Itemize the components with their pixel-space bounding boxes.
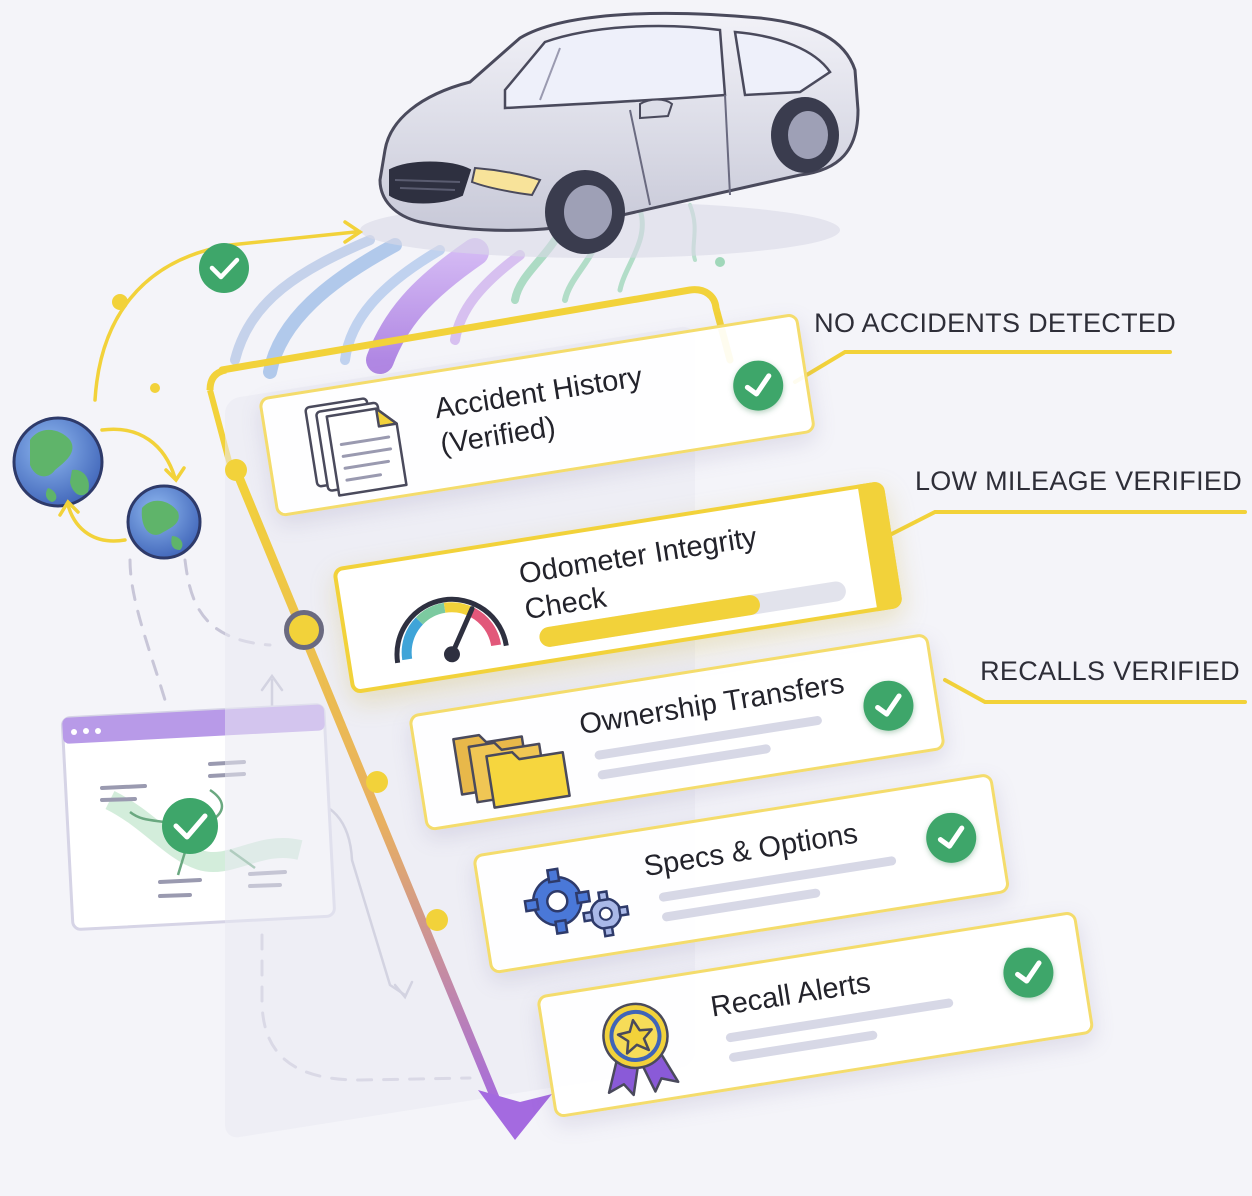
car-icon (360, 11, 860, 258)
flow-node-dot (150, 383, 160, 393)
callout-no-accidents: NO ACCIDENTS DETECTED (814, 308, 1176, 338)
award-badge-icon (581, 987, 706, 1108)
check-icon (729, 356, 787, 415)
card-title: Accident History (Verified) (432, 360, 645, 461)
card-specs-options[interactable]: Specs & Options (472, 772, 1011, 975)
timeline-focus-node (284, 610, 324, 650)
card-accident-history[interactable]: Accident History (Verified) (258, 312, 817, 518)
folders-icon (447, 707, 580, 820)
card-ownership-transfers[interactable]: Ownership Transfers (408, 632, 946, 832)
documents-icon (298, 386, 423, 507)
globe-icon (126, 484, 202, 560)
flow-node-dot (112, 294, 128, 310)
callout-recalls: RECALLS VERIFIED (980, 656, 1240, 686)
globe-exchange-arrows (58, 427, 186, 543)
card-recall-alerts[interactable]: Recall Alerts (536, 910, 1095, 1119)
callout-low-mileage: LOW MILEAGE VERIFIED (914, 466, 1242, 496)
timeline-arrow (225, 459, 552, 1140)
globe-icon (12, 416, 104, 508)
gears-icon (513, 847, 646, 960)
check-icon (859, 677, 918, 735)
card-odometer-check[interactable]: Odometer Integrity Check (332, 480, 904, 695)
check-icon (199, 243, 249, 293)
callout-leaders (793, 350, 1247, 704)
check-icon (922, 809, 980, 867)
check-icon (999, 944, 1058, 1002)
speedometer-icon (376, 567, 519, 681)
